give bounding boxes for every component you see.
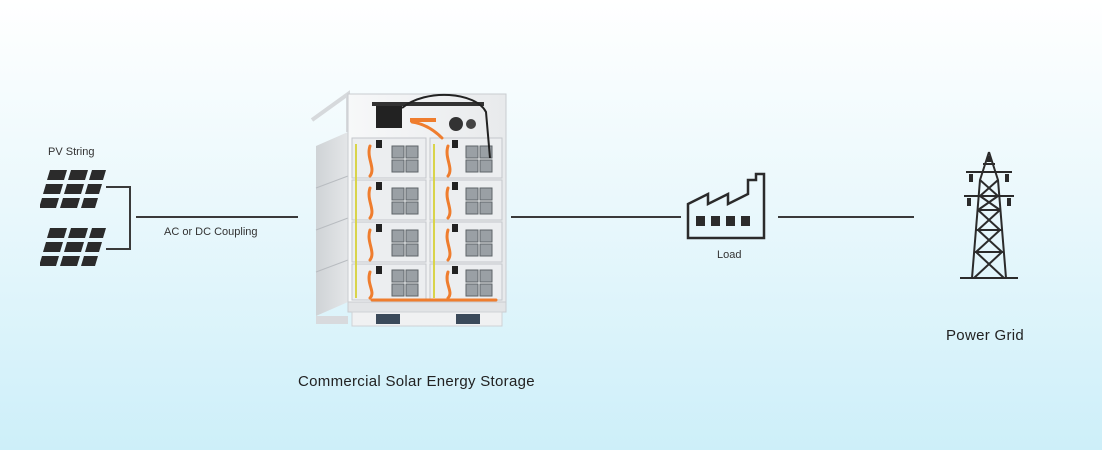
load-to-grid-line: [778, 216, 914, 218]
power-grid-label: Power Grid: [946, 327, 1025, 344]
storage-to-load-line: [511, 216, 681, 218]
load-label: Load: [717, 249, 742, 261]
pv-bracket: [106, 186, 136, 250]
coupling-line: [136, 216, 298, 218]
factory-icon: [686, 172, 774, 240]
solar-panel-icon: [40, 168, 106, 272]
energy-storage-cabinet: [306, 88, 516, 334]
pv-string-label: PV String: [48, 146, 95, 158]
transmission-tower-icon: [956, 150, 1022, 280]
coupling-label: AC or DC Coupling: [164, 226, 258, 238]
storage-label: Commercial Solar Energy Storage: [298, 373, 535, 390]
